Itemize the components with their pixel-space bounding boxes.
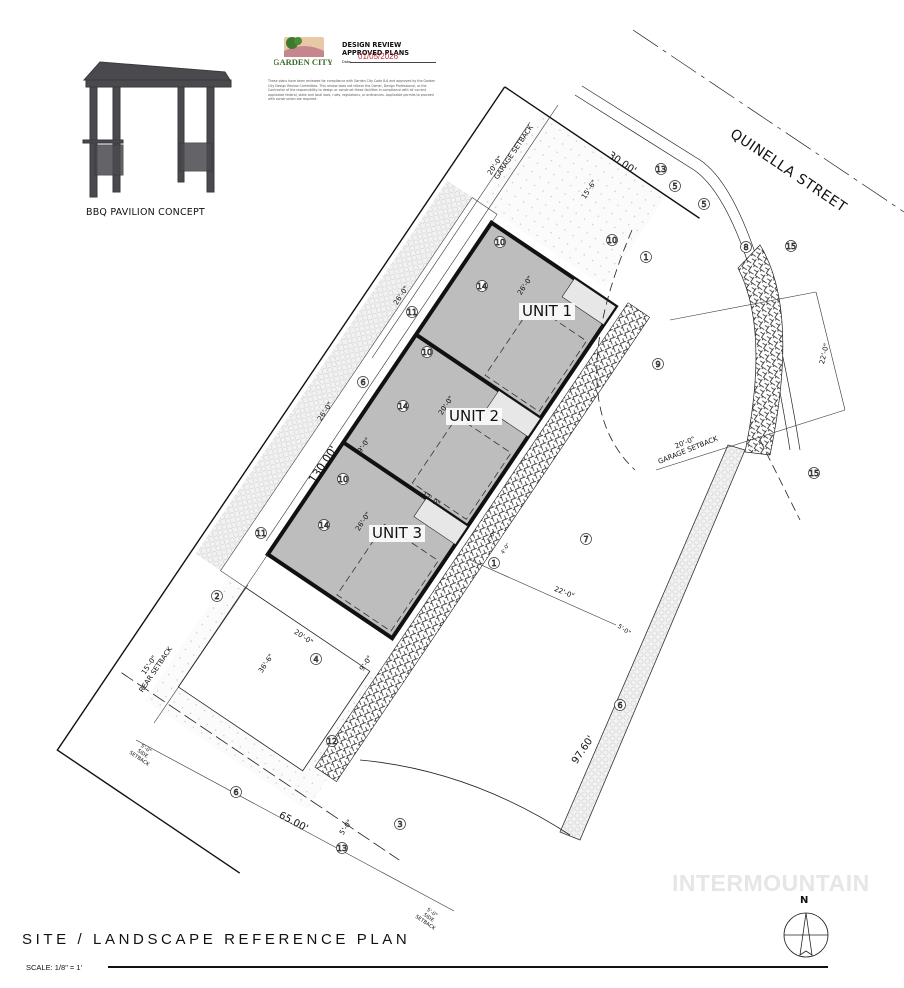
unit-2-label: UNIT 2 [446,408,503,425]
curved-paver [737,244,784,456]
svg-text:1: 1 [643,253,648,262]
svg-text:13: 13 [337,844,347,853]
svg-text:3: 3 [397,820,402,829]
svg-text:14: 14 [319,521,329,530]
svg-text:9: 9 [655,360,660,369]
title-underline [108,966,828,968]
stamp-title-1: DESIGN REVIEW [342,41,402,49]
svg-text:10: 10 [422,348,432,357]
svg-text:11: 11 [256,529,266,538]
stamp-title-2: APPROVED PLANS [342,49,410,57]
bbq-pavilion-image [82,61,232,198]
svg-text:10: 10 [338,475,348,484]
north-arrow-icon [783,912,829,958]
svg-text:14: 14 [477,282,487,291]
unit-1-label: UNIT 1 [519,303,576,320]
svg-text:2: 2 [214,592,219,601]
stamp-date-label: Date: [342,60,352,64]
svg-text:6: 6 [617,701,622,710]
unit-3-label: UNIT 3 [369,525,426,542]
svg-text:6: 6 [360,378,365,387]
lot [56,86,700,874]
svg-text:11: 11 [407,308,417,317]
scale-label: SCALE: 1/8" = 1' [26,963,83,972]
watermark: INTERMOUNTAIN [672,870,870,896]
svg-text:6: 6 [233,788,238,797]
svg-text:5: 5 [672,182,677,191]
svg-text:5: 5 [701,200,706,209]
stamp-date-line [350,62,436,63]
stamp-note: These plans have been reviewed for compl… [268,79,436,102]
svg-text:14: 14 [398,402,408,411]
svg-text:8: 8 [743,243,748,252]
right-planting-strip [559,444,746,841]
svg-text:12: 12 [327,737,337,746]
svg-text:10: 10 [495,238,505,247]
pavilion-caption: BBQ PAVILION CONCEPT [86,207,205,218]
svg-text:10: 10 [607,236,617,245]
garden-city-logo-icon: GARDEN CITY [274,37,332,67]
callout-markers: 13 5 5 10 1 8 15 9 15 10 14 11 10 6 14 1… [211,163,820,854]
stamp-date: 01/05/2026 [358,52,399,61]
svg-text:1: 1 [491,559,496,568]
plan-title: SITE / LANDSCAPE REFERENCE PLAN [22,931,411,948]
svg-text:GARDEN CITY: GARDEN CITY [274,57,332,67]
svg-text:15: 15 [786,242,796,251]
svg-text:13: 13 [656,165,666,174]
north-label: N [800,895,809,906]
svg-text:4: 4 [313,655,318,664]
svg-text:15: 15 [809,469,819,478]
svg-text:7: 7 [583,535,588,544]
